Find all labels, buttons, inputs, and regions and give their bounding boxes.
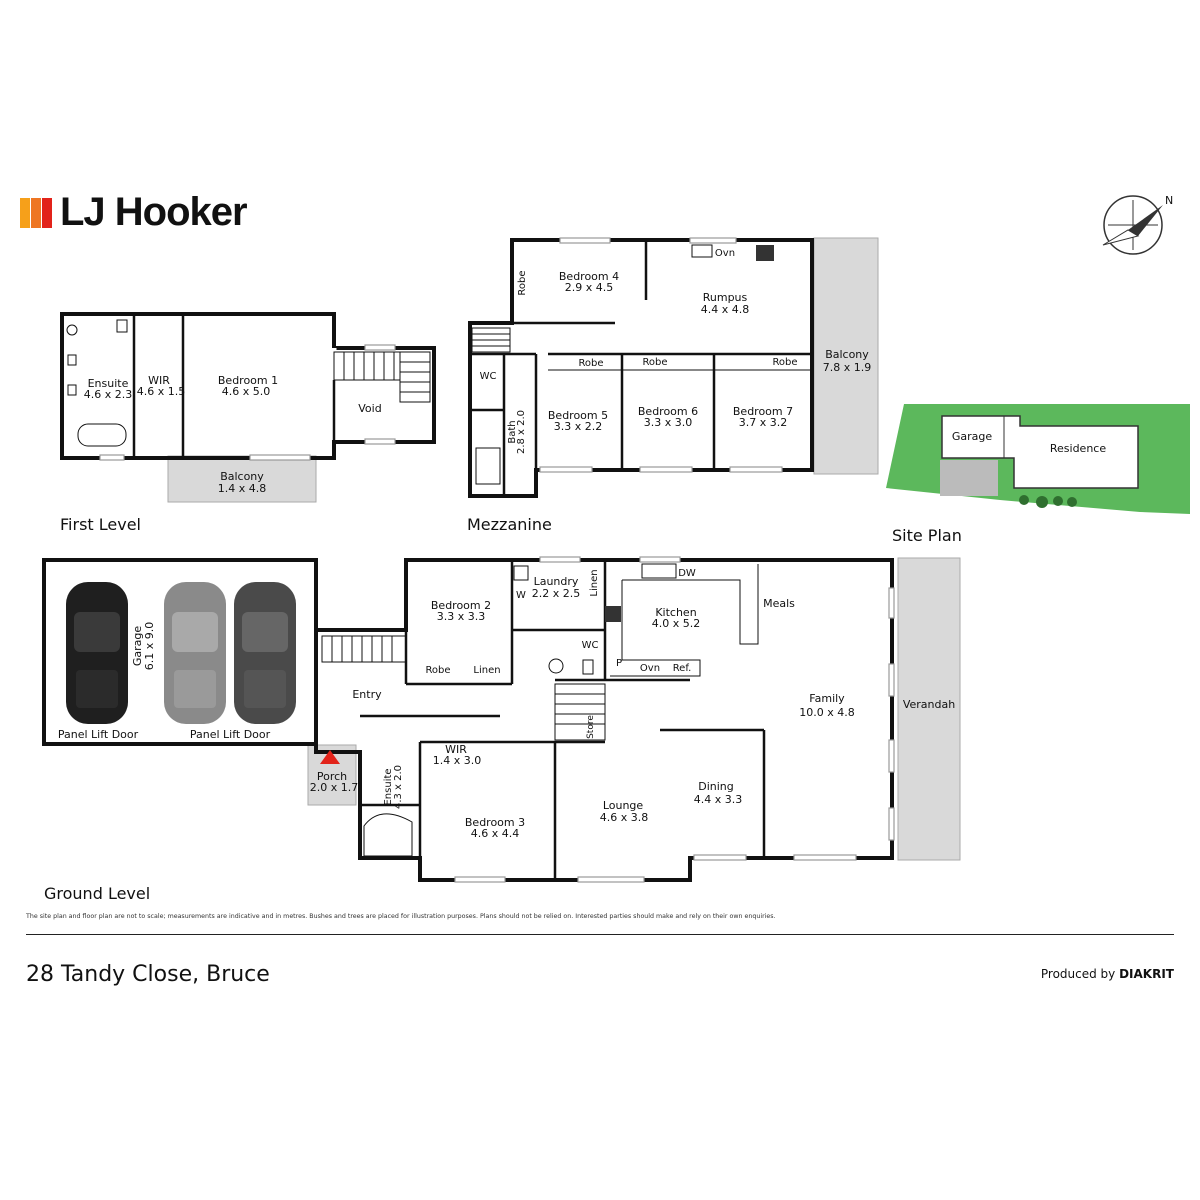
ground-wir-dims: 1.4 x 3.0 (433, 754, 482, 767)
bedroom5-name: Bedroom 5 (548, 409, 608, 422)
bath-name: Bath (507, 420, 518, 443)
mezz-wc: WC (480, 371, 497, 382)
bedroom1-dims: 4.6 x 5.0 (222, 385, 271, 398)
first-level-plan: Ensuite 4.6 x 2.3 WIR 4.6 x 1.5 Bedroom … (60, 312, 436, 503)
bedroom6-dims: 3.3 x 3.0 (644, 416, 693, 429)
first-wir-name: WIR (148, 374, 170, 387)
first-balcony (167, 455, 317, 503)
porch-marker-icon (320, 750, 340, 764)
bedroom6-name: Bedroom 6 (638, 405, 698, 418)
lounge-dims: 4.6 x 3.8 (600, 811, 649, 824)
lounge-name: Lounge (603, 799, 644, 812)
bedroom4-dims: 2.9 x 4.5 (565, 281, 614, 294)
bedroom2-name: Bedroom 2 (431, 599, 491, 612)
site-garage-label: Garage (952, 430, 993, 443)
bedroom7-name: Bedroom 7 (733, 405, 793, 418)
washer-label: W (516, 590, 526, 601)
pantry-label: P (616, 658, 622, 669)
bedroom3-dims: 4.6 x 4.4 (471, 827, 520, 840)
family-dims: 10.0 x 4.8 (799, 706, 855, 719)
dining-name: Dining (698, 780, 734, 793)
laundry-name: Laundry (534, 575, 579, 588)
dining-dims: 4.4 x 3.3 (694, 793, 743, 806)
panel-lift-door-1: Panel Lift Door (58, 728, 139, 741)
garage-name: Garage (131, 626, 144, 667)
bedroom4-name: Bedroom 4 (559, 270, 619, 283)
ground-wir-name: WIR (445, 743, 467, 756)
linen-vertical-label: Linen (589, 569, 600, 596)
panel-lift-door-2: Panel Lift Door (190, 728, 271, 741)
entry-label: Entry (352, 688, 382, 701)
mezz-ovn: Ovn (715, 248, 735, 259)
verandah-label: Verandah (903, 698, 955, 711)
property-address: 28 Tandy Close, Bruce (26, 962, 270, 987)
ground-ensuite-dims: 4.3 x 2.0 (393, 765, 404, 809)
first-balcony-dims: 1.4 x 4.8 (218, 482, 267, 495)
compass-north-label: N (1165, 194, 1173, 207)
site-plan: Garage Residence (886, 404, 1190, 514)
car-dark-grey-icon (234, 582, 296, 724)
porch-name: Porch (317, 770, 347, 783)
ground-linen-label: Linen (473, 665, 500, 676)
bedroom7-dims: 3.7 x 3.2 (739, 416, 788, 429)
mezzanine-plan: Robe Bedroom 4 2.9 x 4.5 Ovn Rumpus 4.4 … (468, 237, 879, 498)
ground-level-plan: Garage 6.1 x 9.0 Panel Lift Door Panel L… (42, 556, 961, 883)
produced-by: Produced by DIAKRIT (1041, 967, 1174, 981)
footer-divider (26, 934, 1174, 935)
laundry-dims: 2.2 x 2.5 (532, 587, 581, 600)
bath-dims: 2.8 x 2.0 (516, 410, 527, 454)
mezz-robe-left: Robe (517, 270, 528, 295)
kitchen-name: Kitchen (655, 606, 696, 619)
brand-name: LJ Hooker (60, 190, 248, 234)
rumpus-dims: 4.4 x 4.8 (701, 303, 750, 316)
family-name: Family (809, 692, 845, 705)
bedroom2-dims: 3.3 x 3.3 (437, 610, 486, 623)
first-level-title: First Level (60, 515, 141, 534)
car-black-icon (66, 582, 128, 724)
verandah-deck (897, 557, 961, 861)
porch-dims: 2.0 x 1.7 (310, 781, 359, 794)
ground-wc-label: WC (582, 640, 599, 651)
meals-label: Meals (763, 597, 795, 610)
produced-by-label: Produced by (1040, 967, 1116, 981)
kitchen-dims: 4.0 x 5.2 (652, 617, 701, 630)
bedroom1-name: Bedroom 1 (218, 374, 278, 387)
void-label: Void (358, 402, 381, 415)
producer-name: DIAKRIT (1119, 967, 1174, 981)
mezzanine-title: Mezzanine (467, 515, 552, 534)
logo-mark-icon (20, 198, 52, 228)
site-plan-title: Site Plan (892, 526, 962, 545)
car-grey-icon (164, 582, 226, 724)
first-ensuite-name: Ensuite (88, 377, 129, 390)
robe7-label: Robe (772, 357, 797, 368)
ground-robe-label: Robe (425, 665, 450, 676)
bedroom3-name: Bedroom 3 (465, 816, 525, 829)
ground-ensuite-name: Ensuite (383, 768, 394, 805)
disclaimer-text: The site plan and floor plan are not to … (26, 913, 776, 920)
dishwasher-label: DW (678, 568, 696, 579)
ground-level-title: Ground Level (44, 884, 150, 903)
robe5-label: Robe (578, 358, 603, 369)
first-wir-dims: 4.6 x 1.5 (137, 385, 186, 398)
robe6-label: Robe (642, 357, 667, 368)
fridge-label: Ref. (673, 663, 692, 674)
mezzanine-balcony (813, 237, 879, 475)
ground-ovn-label: Ovn (640, 663, 660, 674)
bedroom5-dims: 3.3 x 2.2 (554, 420, 603, 433)
rumpus-name: Rumpus (703, 291, 748, 304)
store-label: Store (586, 715, 596, 739)
first-ensuite-dims: 4.6 x 2.3 (84, 388, 133, 401)
mezz-balcony-dims: 7.8 x 1.9 (823, 361, 872, 374)
compass-icon: N (1102, 194, 1173, 255)
garage-dims: 6.1 x 9.0 (143, 622, 156, 671)
mezz-balcony-name: Balcony (825, 348, 869, 361)
site-residence-label: Residence (1050, 442, 1106, 455)
first-balcony-name: Balcony (220, 470, 264, 483)
